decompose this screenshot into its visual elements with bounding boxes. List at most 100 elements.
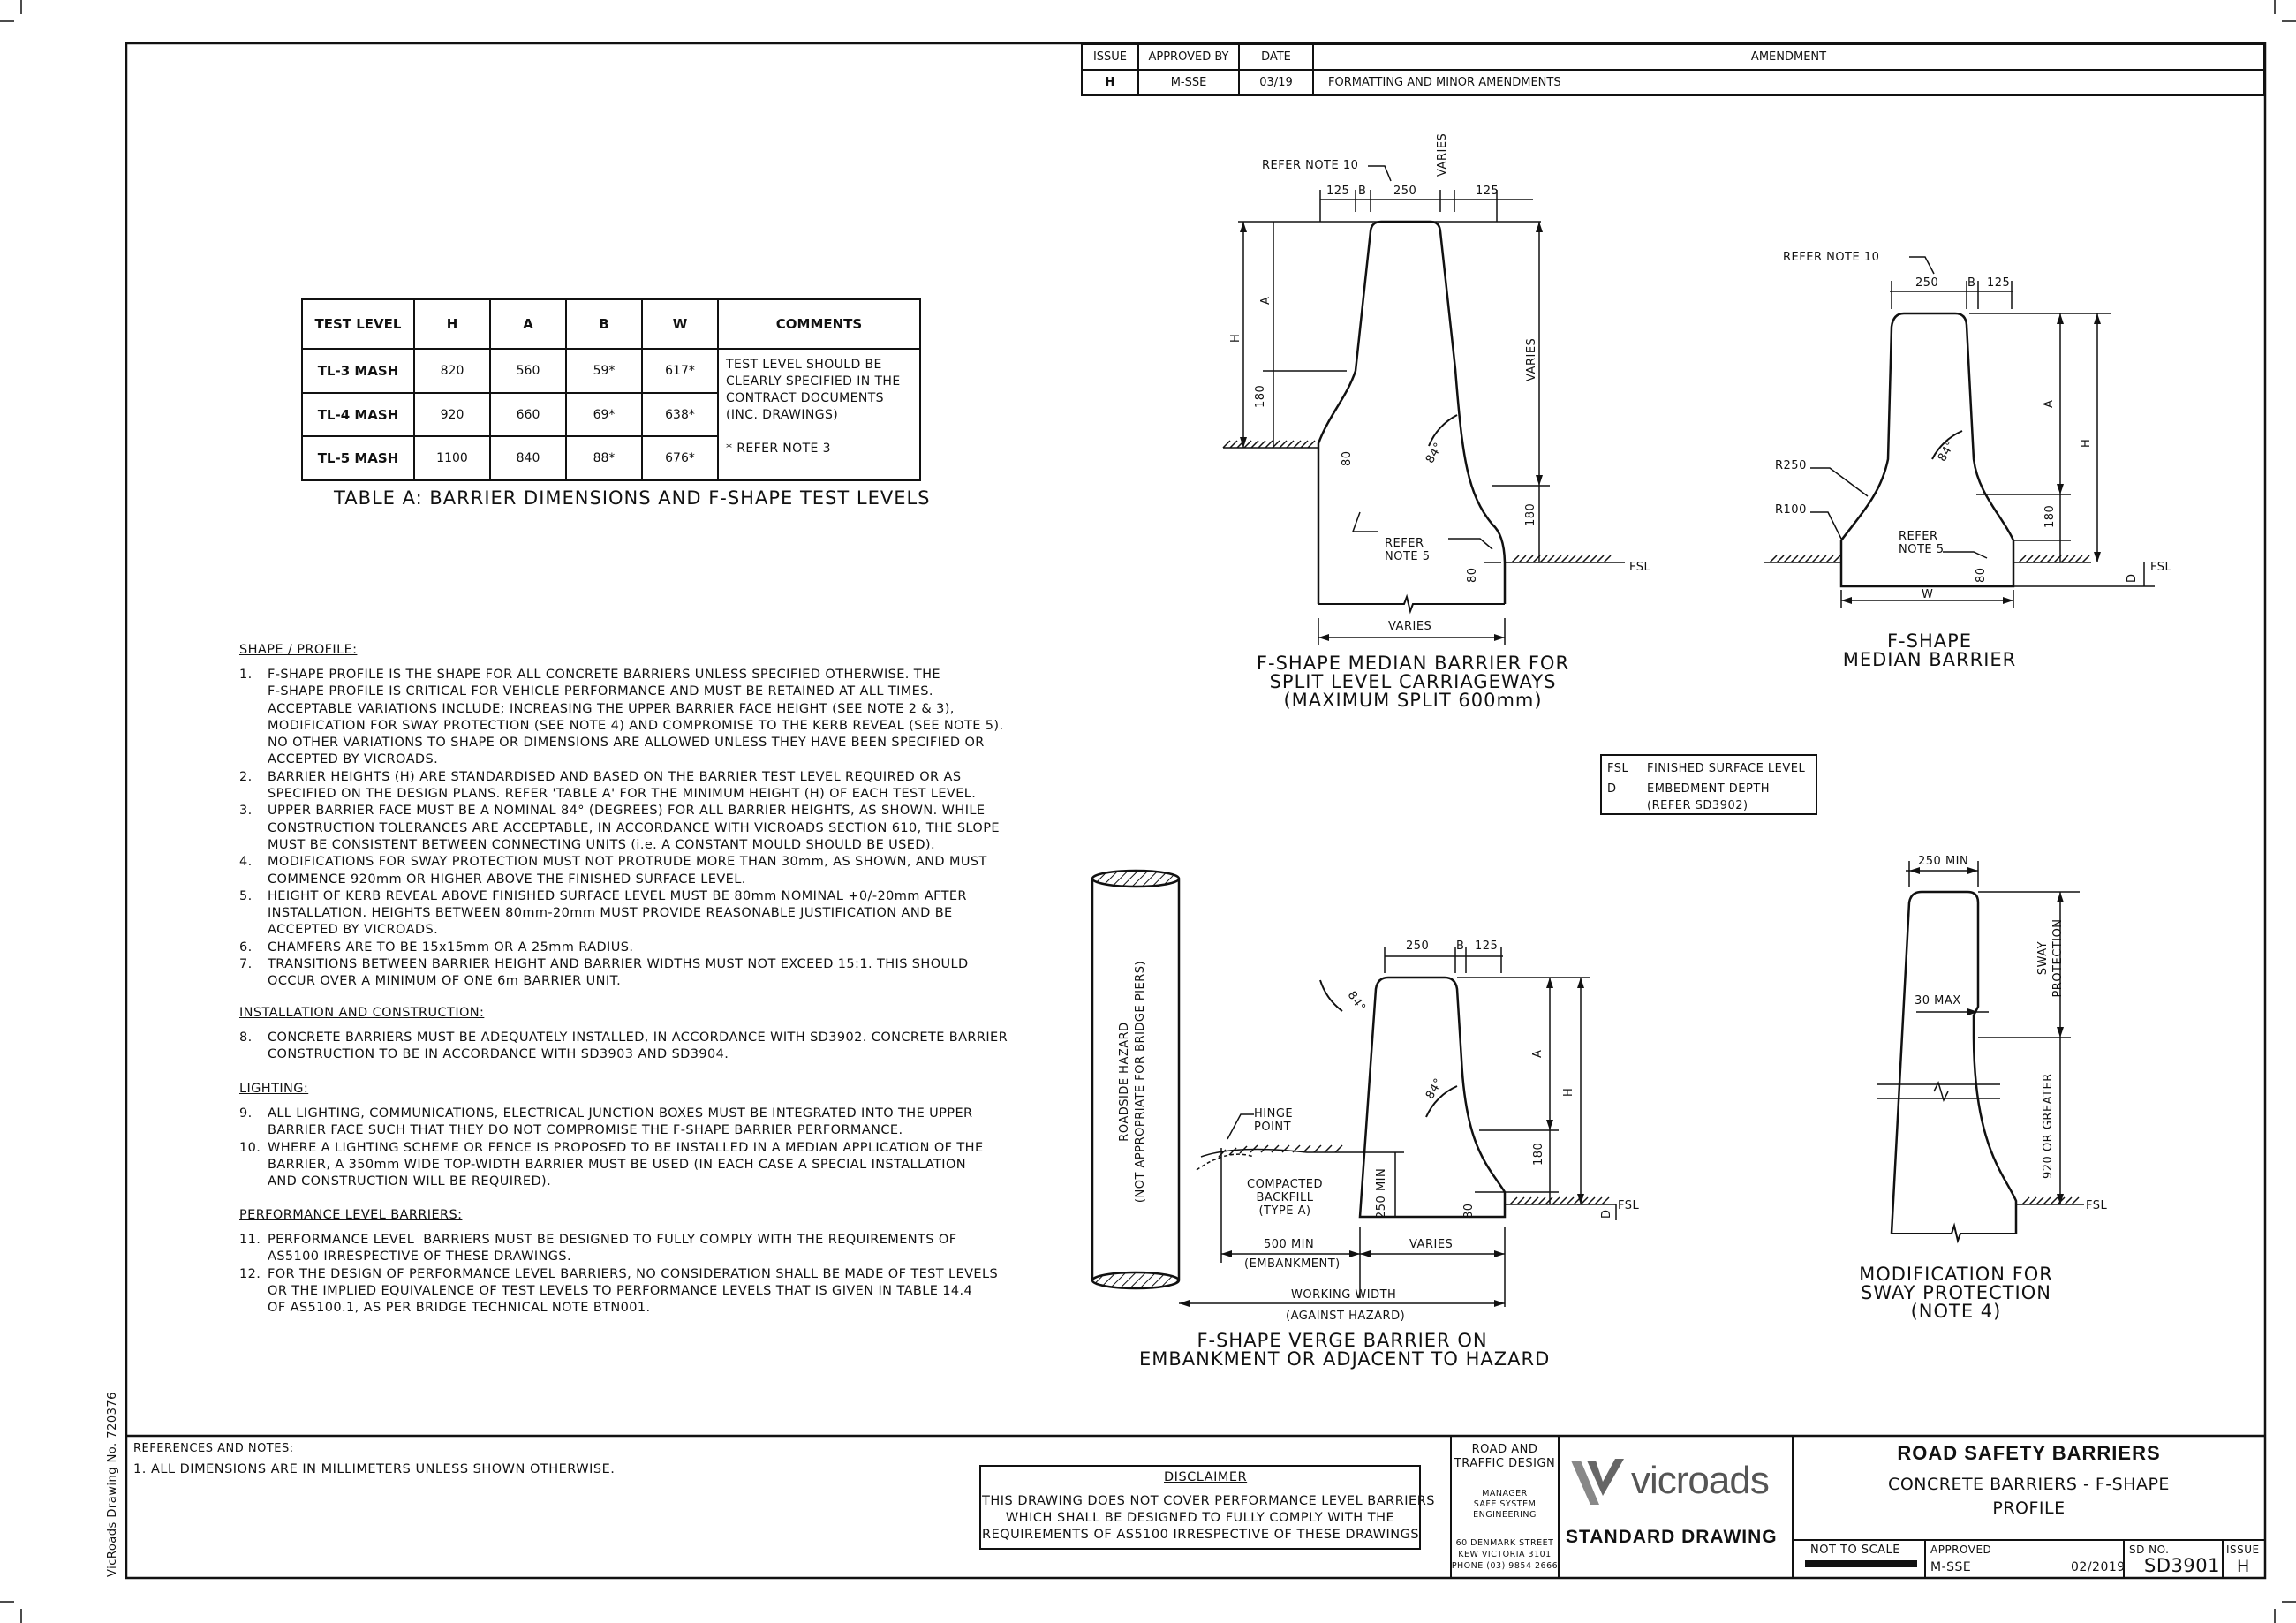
note-text: INSTALLATION. HEIGHTS BETWEEN 80mm-20mm … [268, 906, 953, 921]
note-number: 9. [239, 1106, 253, 1121]
dept-line: ROAD AND [1471, 1443, 1538, 1456]
note-text: AS5100 IRRESPECTIVE OF THESE DRAWINGS. [268, 1249, 572, 1264]
issue-header-row: ISSUE APPROVED BY DATE AMENDMENT [1081, 43, 2265, 71]
note-number: 6. [239, 940, 253, 955]
note-line: 8.CONCRETE BARRIERS MUST BE ADEQUATELY I… [239, 1030, 1008, 1046]
scale-label: NOT TO SCALE [1810, 1544, 1901, 1557]
dim-80-left: 80 [1341, 450, 1354, 466]
hazard-line: (NOT APPROPRIATE FOR BRIDGE PIERS) [1134, 960, 1147, 1204]
issue-row: H M-SSE 03/19 FORMATTING AND MINOR AMEND… [1081, 69, 2265, 96]
note-number [239, 1300, 268, 1317]
verge-title: F-SHAPE VERGE BARRIER ON EMBANKMENT OR A… [1139, 1332, 1551, 1370]
col-b: B [565, 298, 643, 350]
r250-label: R250 [1775, 459, 1807, 472]
approved-by-value: M-SSE [1930, 1560, 1972, 1574]
amendment-col-header: AMENDMENT [1312, 43, 2265, 71]
note-text: OCCUR OVER A MINIMUM OF ONE 6m BARRIER U… [268, 974, 622, 989]
note-text: CHAMFERS ARE TO BE 15x15mm OR A 25mm RAD… [268, 940, 634, 955]
note-number: 4. [239, 855, 253, 870]
manager-label: MANAGER SAFE SYSTEM ENGINEERING [1451, 1489, 1559, 1521]
col-h: H [413, 298, 491, 350]
note-text: ACCEPTED BY VICROADS. [268, 752, 439, 767]
dim-250-min-sway: 250 MIN [1918, 855, 1969, 868]
dim-b-verge: B [1456, 940, 1465, 953]
median-split-diagram [1317, 220, 1507, 615]
title-line: F-SHAPE [1886, 630, 1973, 652]
comment-line: CONTRACT DOCUMENTS [726, 391, 884, 405]
note-text: COMMENCE 920mm OR HIGHER ABOVE THE FINIS… [268, 872, 746, 887]
backfill-line: COMPACTED [1247, 1178, 1323, 1191]
median-title: F-SHAPE MEDIAN BARRIER [1819, 632, 2040, 669]
sway-title: MODIFICATION FOR SWAY PROTECTION (NOTE 4… [1854, 1265, 2058, 1321]
title-line: EMBANKMENT OR ADJACENT TO HAZARD [1139, 1348, 1551, 1370]
disclaimer-title: DISCLAIMER [1164, 1470, 1248, 1484]
note-number [239, 1046, 268, 1063]
dim-250-median: 250 [1915, 276, 1939, 290]
note-line: BARRIER FACE SUCH THAT THEY DO NOT COMPR… [239, 1122, 984, 1139]
backfill-line: BACKFILL [1256, 1191, 1314, 1204]
note-line: 1.F-SHAPE PROFILE IS THE SHAPE FOR ALL C… [239, 667, 1004, 683]
note-number [239, 718, 268, 735]
note-line: MODIFICATION FOR SWAY PROTECTION (SEE NO… [239, 718, 1004, 735]
dim-500-min: 500 MIN [1264, 1238, 1315, 1251]
note-number: 10. [239, 1140, 261, 1155]
dim-varies-bottom: VARIES [1388, 620, 1432, 633]
table-row: TL-5 MASH 1100 840 88* 676* [301, 435, 920, 481]
dim-w-median: W [1922, 588, 1934, 601]
note-number [239, 701, 268, 718]
table-cell: 638* [641, 392, 719, 437]
manager-line: ENGINEERING [1473, 1510, 1537, 1520]
dim-250-label: 250 [1393, 185, 1417, 198]
legend-key: D [1607, 782, 1617, 796]
note-line: 7.TRANSITIONS BETWEEN BARRIER HEIGHT AND… [239, 956, 1004, 973]
performance-notes: 11.PERFORMANCE LEVEL BARRIERS MUST BE DE… [239, 1232, 998, 1317]
table-cell: 840 [489, 435, 567, 481]
table-row: TL-4 MASH 920 660 69* 638* [301, 392, 920, 437]
logo-text: vicroads [1631, 1459, 1770, 1502]
note-text: F-SHAPE PROFILE IS CRITICAL FOR VEHICLE … [268, 684, 933, 699]
table-cell: 820 [413, 348, 491, 394]
dim-80-right: 80 [1466, 567, 1479, 583]
hazard-line: ROADSIDE HAZARD [1118, 1022, 1131, 1142]
issue-cell: H [1081, 69, 1139, 96]
verge-dims [1179, 947, 1617, 1307]
note-line: 12.FOR THE DESIGN OF PERFORMANCE LEVEL B… [239, 1266, 998, 1283]
refer-line: NOTE 5 [1899, 543, 1945, 556]
note-number [239, 751, 268, 768]
note-text: BARRIER HEIGHTS (H) ARE STANDARDISED AND… [268, 769, 962, 784]
note-line: CONSTRUCTION TOLERANCES ARE ACCEPTABLE, … [239, 820, 1004, 837]
sd-no-value: SD3901 [2144, 1555, 2220, 1576]
legend-key: FSL [1607, 762, 1629, 775]
disclaimer-text: THIS DRAWING DOES NOT COVER PERFORMANCE … [982, 1493, 1434, 1544]
disclaimer-box [979, 1465, 1421, 1550]
dim-h-label: H [1229, 333, 1242, 343]
note-number: 11. [239, 1233, 261, 1247]
approved-col-header: APPROVED BY [1137, 43, 1240, 71]
dim-125-verge: 125 [1475, 940, 1499, 953]
table-cell: 920 [413, 392, 491, 437]
legend-value: (REFER SD3902) [1647, 799, 1748, 812]
table-cell: 617* [641, 348, 719, 394]
note-number [239, 786, 268, 803]
hazard-label: ROADSIDE HAZARD (NOT APPROPRIATE FOR BRI… [1117, 958, 1149, 1205]
hinge-line: POINT [1254, 1121, 1292, 1134]
table-cell: TL-4 MASH [301, 392, 415, 437]
manager-line: MANAGER [1482, 1489, 1528, 1498]
note-text: BARRIER, A 350mm WIDE TOP-WIDTH BARRIER … [268, 1157, 967, 1172]
table-cell: 69* [565, 392, 643, 437]
table-cell: 676* [641, 435, 719, 481]
approved-label: APPROVED [1930, 1544, 1992, 1556]
address-label: 60 DENMARK STREET KEW VICTORIA 3101 PHON… [1451, 1537, 1559, 1572]
performance-heading: PERFORMANCE LEVEL BARRIERS: [239, 1208, 463, 1222]
dim-varies-verge: VARIES [1409, 1238, 1454, 1251]
table-cell: 560 [489, 348, 567, 394]
note-text: BARRIER FACE SUCH THAT THEY DO NOT COMPR… [268, 1123, 903, 1138]
note-line: CONSTRUCTION TO BE IN ACCORDANCE WITH SD… [239, 1046, 1008, 1063]
refer-note-10-label: REFER NOTE 10 [1262, 159, 1359, 172]
note-text: MODIFICATIONS FOR SWAY PROTECTION MUST N… [268, 855, 987, 870]
note-text: MODIFICATION FOR SWAY PROTECTION (SEE NO… [268, 718, 1004, 733]
note-number [239, 1122, 268, 1139]
dim-80-median: 80 [1975, 567, 1988, 583]
approved-date-value: 02/2019 [2071, 1560, 2126, 1574]
